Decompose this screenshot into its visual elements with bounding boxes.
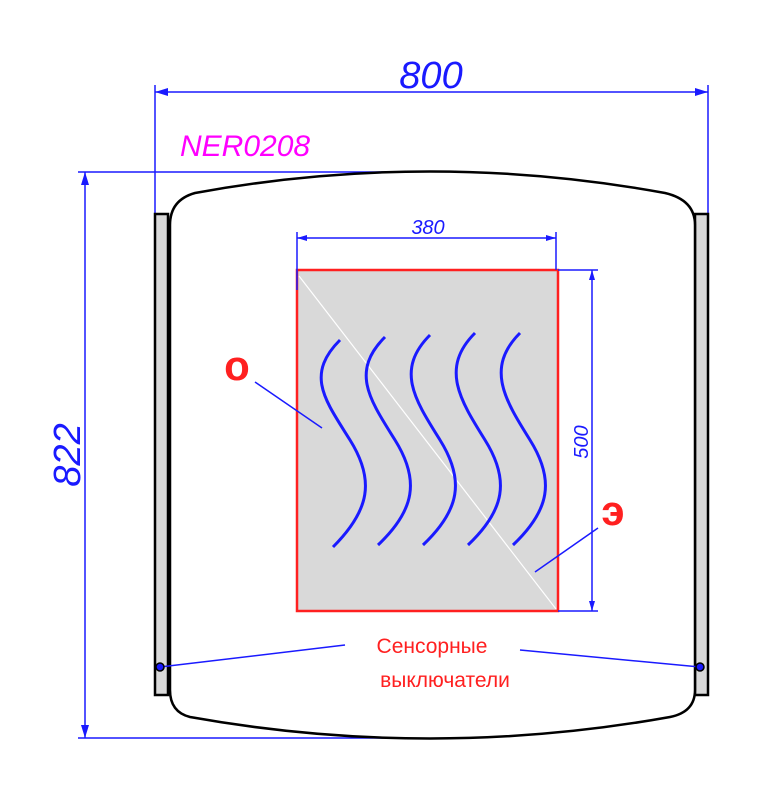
heat-wave-icon <box>499 331 547 547</box>
heat-wave-icon <box>319 338 367 549</box>
heater-panel <box>295 268 560 613</box>
heat-wave-icon <box>409 333 457 547</box>
touch-switch-right <box>695 662 705 672</box>
switches-label-line1: Сенсорные <box>377 635 488 658</box>
heater-height-dimension <box>558 269 598 612</box>
marker-e: э <box>601 487 624 534</box>
heat-wave-icon <box>364 335 412 547</box>
heater-height-label: 500 <box>571 425 593 458</box>
height-label: 822 <box>47 423 89 486</box>
switch-right-leader <box>519 649 701 668</box>
heat-waves <box>319 331 547 549</box>
marker-o-leader <box>254 381 323 429</box>
width-dimension <box>154 85 709 214</box>
heater-diagonal <box>298 275 557 610</box>
right-rail <box>693 212 710 697</box>
marker-e-leader <box>534 527 599 573</box>
model-label: NER0208 <box>180 130 310 163</box>
switch-left-leader <box>159 644 346 668</box>
marker-o: о <box>224 342 250 389</box>
heat-wave-icon <box>454 331 502 547</box>
heater-width-label: 380 <box>411 217 444 239</box>
left-rail <box>153 212 170 697</box>
heater-width-dimension <box>296 232 557 290</box>
touch-switch-left <box>155 662 165 672</box>
switches-label-line2: выключатели <box>380 669 510 692</box>
width-label: 800 <box>399 55 462 97</box>
